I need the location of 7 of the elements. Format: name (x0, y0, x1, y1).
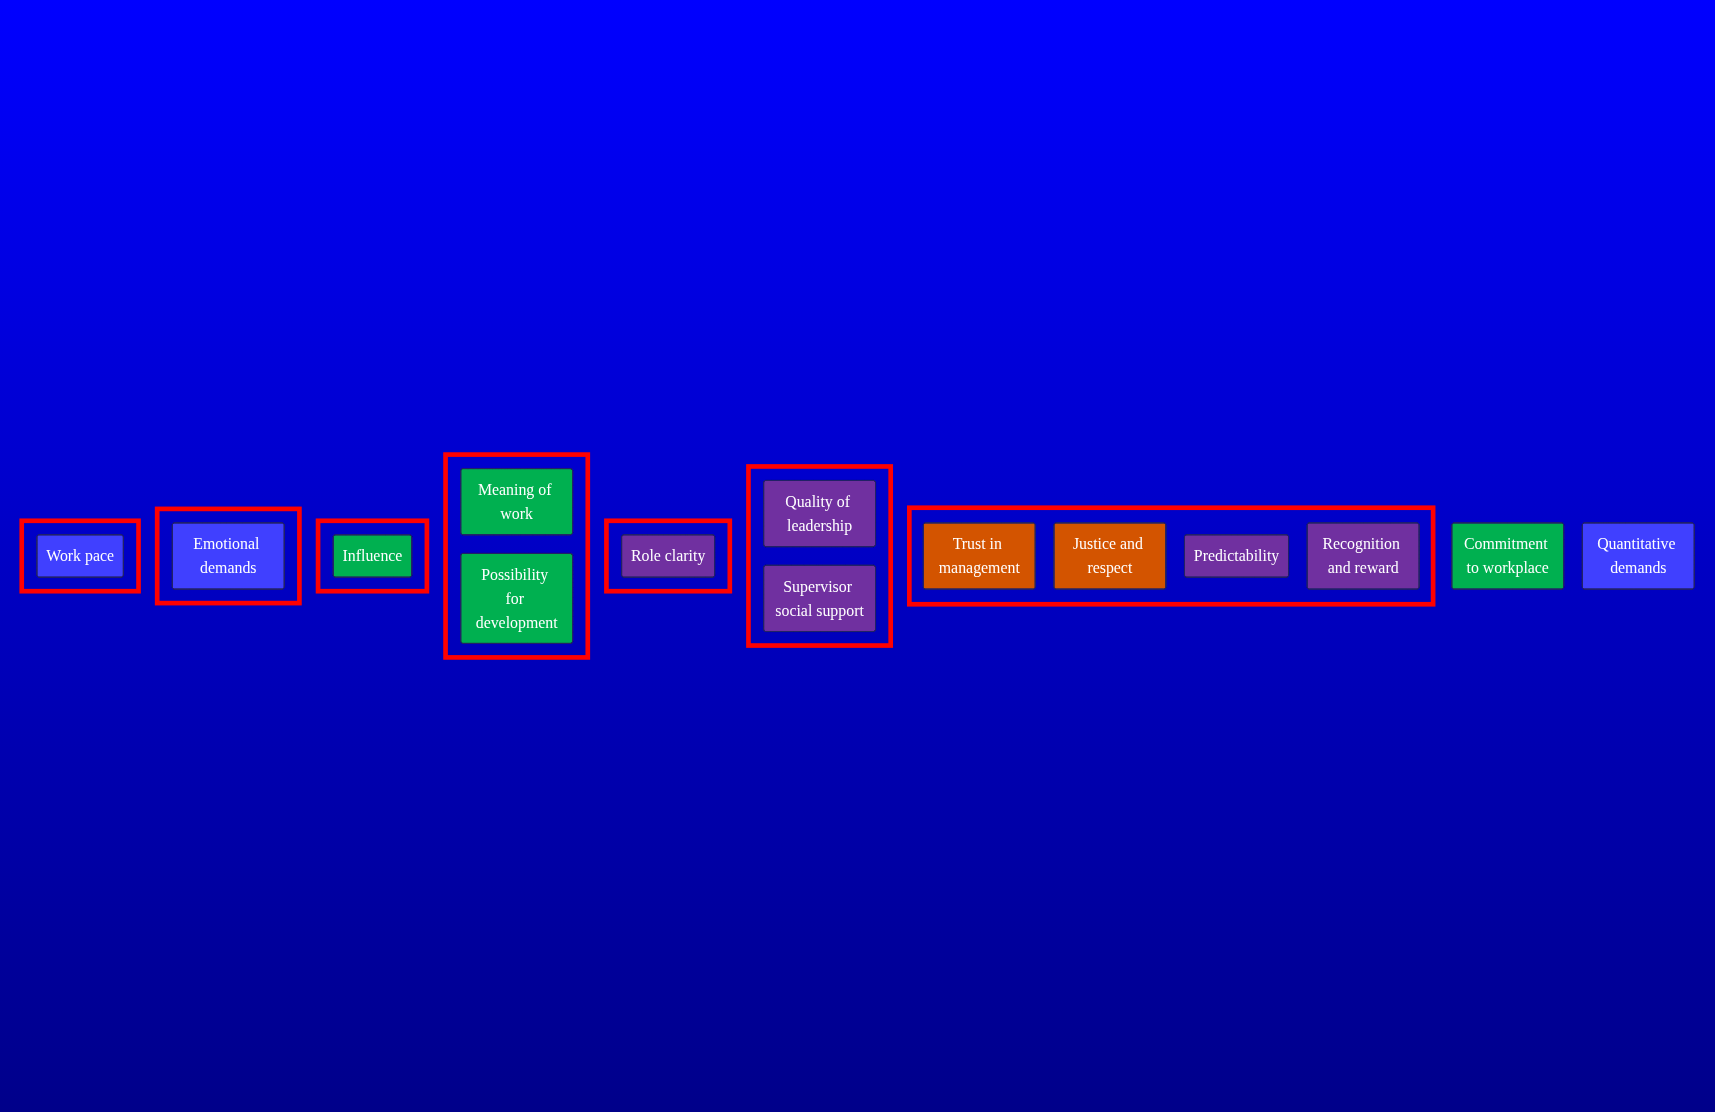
cluster (154, 506, 302, 606)
cluster (18, 518, 141, 594)
cluster (442, 452, 590, 660)
cluster (315, 518, 429, 594)
cluster (603, 518, 732, 594)
cluster (906, 505, 1435, 607)
cluster (745, 464, 893, 648)
